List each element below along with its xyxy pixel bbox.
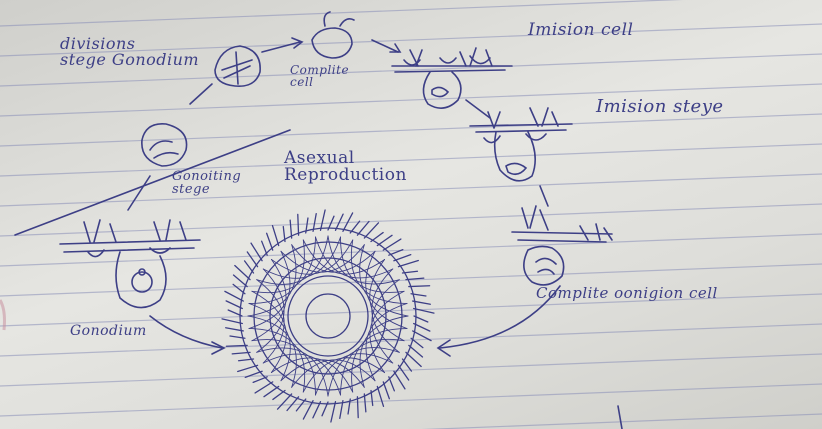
label-gonodium: Gonodium	[70, 324, 147, 338]
label-complete-germinating-cell: Complite oonigion cell	[536, 286, 718, 301]
label-imision-stage: Imision steye	[596, 98, 724, 116]
label-complete-cell-top: Complite cell	[290, 64, 349, 88]
imision-cell-structure	[392, 48, 512, 108]
label-imision-cell: Imision cell	[528, 22, 633, 39]
imision-stage-structure	[470, 108, 572, 181]
germinating-stage-cell	[142, 124, 187, 166]
label-asexual-reproduction: Asexual Reproduction	[284, 150, 407, 184]
label-division-stage: divisions stege Gonodium	[60, 36, 199, 68]
division-stage-cell	[215, 46, 260, 86]
complete-cell-top	[312, 12, 354, 58]
spiky-sphere-colony	[222, 210, 434, 422]
label-germinating-stage: Gonoiting stege	[172, 170, 241, 196]
